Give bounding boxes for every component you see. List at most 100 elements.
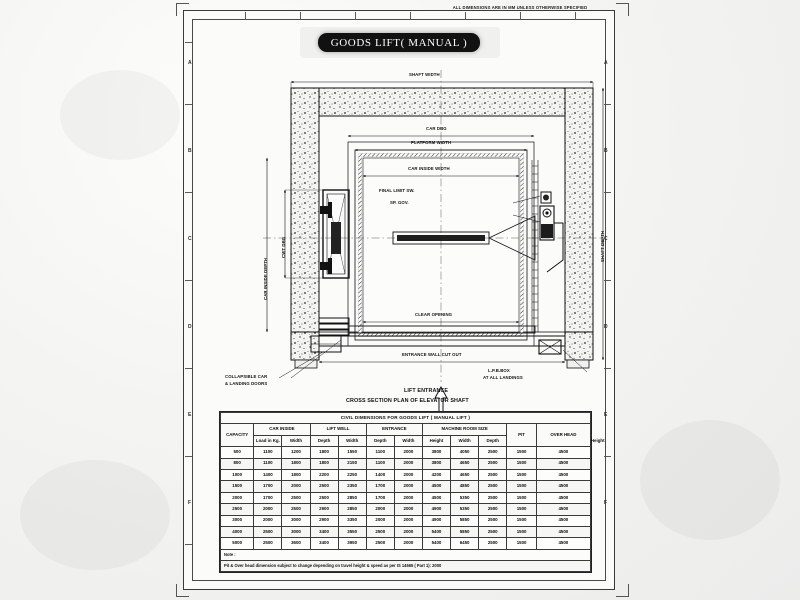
table-cell: 1800 [281,457,311,470]
table-cell: 2500 [365,525,395,539]
table-cell: 5400 [421,525,452,539]
table-cell: 1550 [337,446,367,459]
table-cell: 5850 [450,525,480,539]
table-cell: 2850 [337,491,367,505]
table-cell: 4500 [535,468,591,482]
table-cell: 2000 [393,468,423,482]
table-cell: 1700 [365,491,395,505]
zone-separator [604,192,611,193]
subheader-mr-depth: Depth [478,434,508,448]
note-label-row: Note : [220,548,591,562]
cross-section-drawing: SHAFT WIDTH CAR DBG PLATFORM WIDTH CAR I… [183,10,613,588]
table-cell: 4000 [219,525,255,539]
corner-mark-bottom-left [176,584,189,597]
dimensions-table: CIVIL DIMENSIONS FOR GOODS LIFT ( MANUAL… [219,411,605,573]
table-cell: 2000 [253,503,283,516]
table-cell: 4500 [535,514,591,527]
table-cell: 2500 [478,457,508,470]
scan-blotch [20,460,170,570]
table-cell: 1100 [253,446,283,459]
table-cell: 1500 [506,480,537,493]
zone-letter-right-e: E [604,412,608,418]
table-sub-header-row: Load in Kg. Width Depth Width Depth Widt… [221,434,605,448]
corner-mark-top-left [176,3,189,16]
table-cell: 2000 [393,537,423,550]
zone-separator-top [355,12,356,20]
table-cell: 2500 [309,480,339,493]
all-dimensions-note: ALL DIMENSIONS ARE IN MM UNLESS OTHERWIS… [452,5,588,10]
zone-separator [185,544,192,545]
table-title: CIVIL DIMENSIONS FOR GOODS LIFT ( MANUAL… [220,411,591,425]
label-collapsible-doors-line2: & LANDING DOORS [225,381,268,386]
scan-blotch [60,70,180,160]
table-cell: 3550 [337,525,367,539]
header-over-head: OVER HEAD [535,423,591,448]
zone-letter-right-c: C [604,236,608,242]
label-speed-governor: SP. GOV. [390,200,409,205]
table-cell: 2900 [309,503,339,516]
table-cell: 4050 [450,446,480,459]
note-label: Note : [220,548,591,562]
zone-letter-left-c: C [188,236,192,242]
zone-separator [185,280,192,281]
table-cell: 5350 [450,503,480,516]
table-cell: 1800 [281,468,311,482]
table-cell: 2500 [219,503,255,516]
table-cell: 5400 [421,537,452,550]
label-shaft-depth: SHAFT DEPTH [600,230,605,262]
zone-separator-top [410,12,411,20]
table-cell: 2000 [219,491,255,505]
table-cell: 2000 [393,525,423,539]
zone-separator-top [520,12,521,20]
table-cell: 4500 [421,491,452,505]
subheader-well-depth: Depth [365,434,395,448]
subheader-mr-width: Width [450,434,480,448]
subheader-entrance-height: Height [421,434,452,448]
table-cell: 4650 [450,457,480,470]
table-cell: 1800 [309,457,339,470]
table-cell: 1500 [506,491,537,505]
zone-letter-right-a: A [604,60,608,66]
table-cell: 1700 [253,480,283,493]
table-cell: 4850 [450,480,480,493]
table-cell: 2000 [393,480,423,493]
subheader-well-width: Width [337,434,367,448]
zone-separator [185,456,192,457]
table-cell: 2500 [478,525,508,539]
note-text: Pit & Over head dimension subject to cha… [220,560,591,573]
label-clear-opening: CLEAR OPENING [415,312,453,317]
table-cell: 5000 [219,537,255,550]
label-cwt-dbg: CWT DBG [281,236,286,258]
table-title-row: CIVIL DIMENSIONS FOR GOODS LIFT ( MANUAL… [220,411,591,425]
label-final-limit-switch: FINAL LIMIT SW. [379,188,415,193]
zone-letter-right-d: D [604,324,608,330]
corner-mark-bottom-right [616,584,629,597]
table-cell: 1100 [365,446,395,459]
table-group-header-row: CAPACITY CAR INSIDE LIFT WELL ENTRANCE M… [219,423,591,448]
table-cell: 2500 [365,537,395,550]
table-cell: 2000 [393,503,423,516]
header-entrance: ENTRANCE [365,423,423,436]
table-cell: 2150 [337,457,367,470]
table-cell: 2500 [478,468,508,482]
zone-separator [604,456,611,457]
table-cell: 2000 [365,503,395,516]
corner-mark-top-right [616,3,629,16]
table-cell: 4900 [421,503,452,516]
table-cell: 3800 [421,457,452,470]
label-lpb-box-line1: L.P.B.BOX [488,368,510,373]
label-car-dbg: CAR DBG [426,126,447,131]
subheader-car-width: Width [281,434,311,448]
table-cell: 1700 [365,480,395,493]
zone-letter-right-f: F [604,500,608,506]
table-cell: 3400 [309,537,339,550]
table-cell: 2500 [478,514,508,527]
table-cell: 2000 [393,491,423,505]
table-cell: 2250 [337,468,367,482]
table-cell: 3600 [281,537,311,550]
label-platform-width: PLATFORM WIDTH [411,140,452,145]
